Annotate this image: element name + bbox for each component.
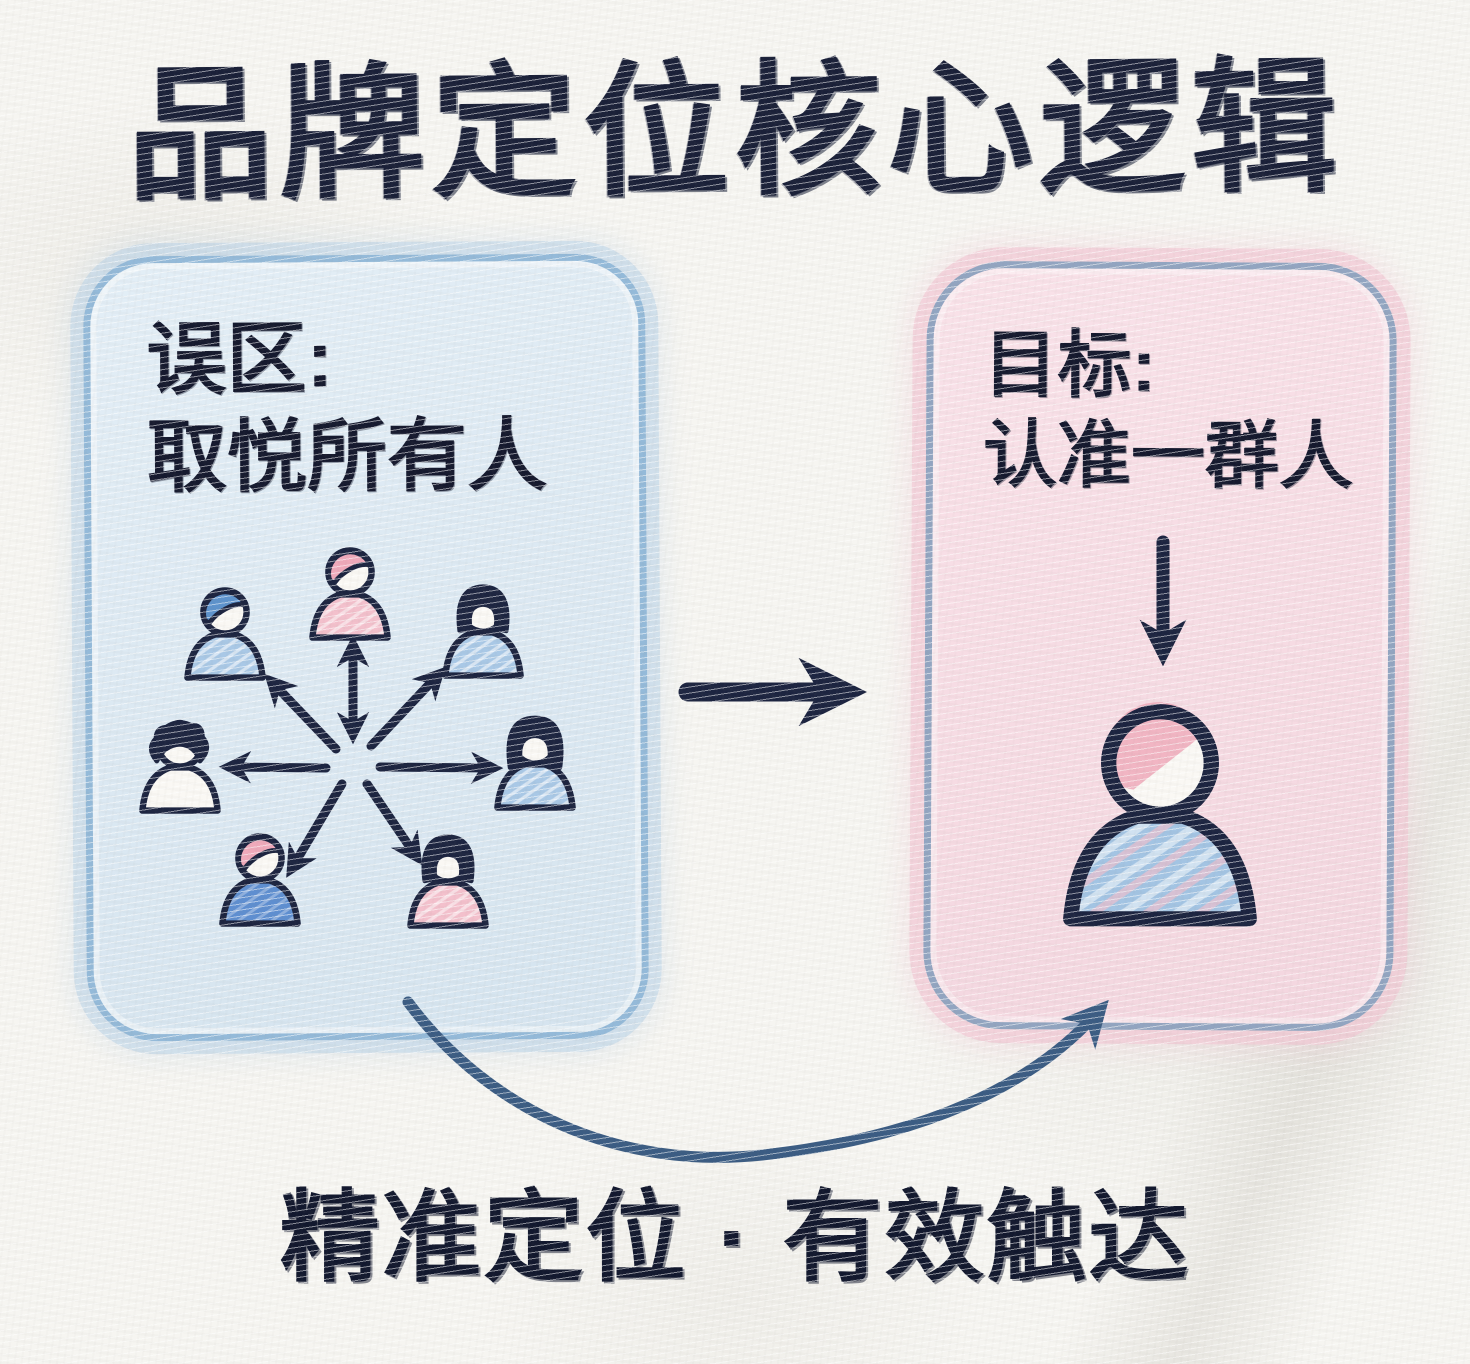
target-group	[1063, 535, 1257, 927]
person-bottom-left	[219, 833, 301, 927]
person-body	[442, 629, 524, 679]
reach-curve-group	[402, 996, 1109, 1163]
person-hair	[326, 549, 373, 585]
bottom-caption: 精准定位 · 有效触达	[279, 1182, 1191, 1294]
person-body	[184, 631, 266, 681]
person-hair	[201, 589, 248, 625]
person-body	[219, 877, 301, 927]
person-top-center	[309, 547, 391, 641]
person-hair	[236, 835, 283, 871]
spread-arrow	[362, 779, 423, 866]
person-head-outline	[1101, 704, 1219, 822]
person-target	[1063, 702, 1257, 927]
scatter-people-group	[139, 547, 576, 929]
person-body	[1063, 808, 1257, 927]
person-bottom-right	[407, 834, 489, 929]
person-body	[407, 879, 489, 929]
spread-arrow	[264, 673, 341, 754]
person-mid-right	[494, 715, 576, 811]
person-top-right	[442, 584, 524, 679]
person-hair	[149, 719, 209, 764]
person-hair	[506, 715, 564, 770]
person-body	[139, 764, 221, 814]
person-body	[309, 591, 391, 641]
person-top-left	[184, 587, 266, 681]
spread-arrow	[218, 751, 331, 784]
spread-arrow	[286, 779, 347, 878]
person-hair	[456, 584, 510, 634]
person-mid-left	[139, 719, 221, 814]
spread-arrow	[366, 666, 446, 751]
person-body	[494, 761, 576, 811]
reach-curve-arrow	[402, 996, 1109, 1163]
spread-arrow	[375, 751, 504, 785]
person-hair	[421, 834, 475, 884]
spread-arrows-group	[218, 634, 504, 878]
